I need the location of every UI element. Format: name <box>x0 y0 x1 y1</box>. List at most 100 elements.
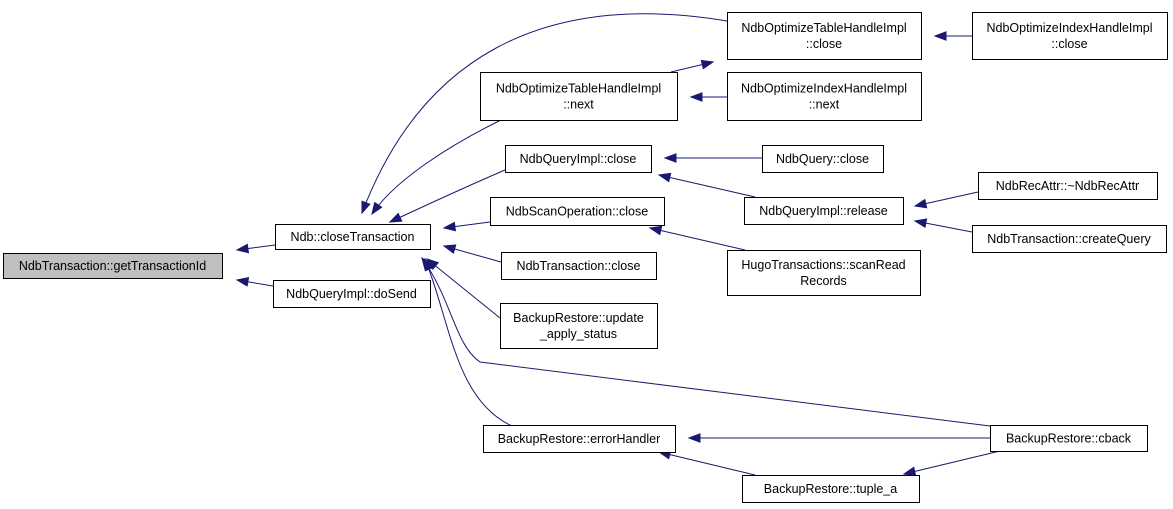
node-label: BackupRestore::errorHandler <box>498 432 661 446</box>
node-box <box>490 197 665 226</box>
node-cback[interactable]: BackupRestore::cback <box>990 425 1148 452</box>
node-optIndexNext[interactable]: NdbOptimizeIndexHandleImpl::next <box>727 72 922 121</box>
node-box <box>500 303 658 349</box>
arrow-head <box>913 198 928 209</box>
edge-line <box>361 13 728 214</box>
node-label: NdbQuery::close <box>776 152 869 166</box>
node-box <box>742 475 920 503</box>
edge-optTableClose-to-closeTransaction <box>361 13 728 215</box>
node-getTransactionId[interactable]: NdbTransaction::getTransactionId <box>3 253 223 279</box>
node-optTableNext[interactable]: NdbOptimizeTableHandleImpl::next <box>480 72 678 121</box>
node-box <box>505 145 652 173</box>
node-recAttrDtor[interactable]: NdbRecAttr::~NdbRecAttr <box>978 172 1158 200</box>
node-box <box>972 12 1168 60</box>
node-box <box>727 12 922 60</box>
node-label: BackupRestore::update <box>513 311 644 325</box>
node-label: NdbOptimizeIndexHandleImpl <box>986 21 1152 35</box>
node-transClose[interactable]: NdbTransaction::close <box>501 252 657 280</box>
node-label: HugoTransactions::scanRead <box>741 258 905 272</box>
arrow-head <box>424 257 434 272</box>
arrow-head <box>933 31 947 41</box>
node-box <box>744 197 904 225</box>
node-label: ::next <box>563 98 594 112</box>
node-label: NdbTransaction::close <box>517 259 641 273</box>
edge-cback-to-tupleA <box>902 450 1001 477</box>
edge-createQuery-to-queryImplRelease <box>913 218 973 233</box>
node-box <box>275 224 431 250</box>
node-closeTransaction[interactable]: Ndb::closeTransaction <box>275 224 431 250</box>
node-box <box>727 72 922 121</box>
edge-line <box>389 169 506 223</box>
node-createQuery[interactable]: NdbTransaction::createQuery <box>972 225 1167 253</box>
edge-tupleA-to-errorHandler <box>657 449 756 476</box>
edge-transClose-to-closeTransaction <box>442 244 502 263</box>
edge-scanOpClose-to-closeTransaction <box>442 221 491 232</box>
arrow-head <box>361 200 371 215</box>
edge-line <box>658 451 756 476</box>
node-label: BackupRestore::cback <box>1006 432 1132 446</box>
node-box <box>273 280 431 308</box>
node-queryImplRelease[interactable]: NdbQueryImpl::release <box>744 197 904 225</box>
node-optIndexClose[interactable]: NdbOptimizeIndexHandleImpl::close <box>972 12 1168 60</box>
node-optTableClose[interactable]: NdbOptimizeTableHandleImpl::close <box>727 12 922 60</box>
node-label: _apply_status <box>539 327 617 341</box>
node-queryImplClose[interactable]: NdbQueryImpl::close <box>505 145 652 173</box>
edge-line <box>903 450 1001 475</box>
edge-optTableNext-to-optTableClose <box>670 59 715 73</box>
node-scanOpClose[interactable]: NdbScanOperation::close <box>490 197 665 226</box>
edges-layer <box>235 13 1001 477</box>
arrow-head <box>235 243 250 254</box>
node-updateApply[interactable]: BackupRestore::update_apply_status <box>500 303 658 349</box>
node-box <box>501 252 657 280</box>
node-label: NdbScanOperation::close <box>506 205 648 219</box>
edge-queryClose-to-queryImplClose <box>663 153 762 163</box>
arrow-head <box>913 218 928 229</box>
edge-line <box>421 257 991 427</box>
edge-line <box>371 119 502 215</box>
edge-recAttrDtor-to-queryImplRelease <box>913 191 979 209</box>
node-label: NdbOptimizeIndexHandleImpl <box>741 82 907 96</box>
node-errorHandler[interactable]: BackupRestore::errorHandler <box>483 425 676 453</box>
arrow-head <box>648 225 663 236</box>
node-tupleA[interactable]: BackupRestore::tuple_a <box>742 475 920 503</box>
node-queryClose[interactable]: NdbQuery::close <box>762 145 884 173</box>
node-label: NdbQueryImpl::release <box>759 204 888 218</box>
node-label: NdbTransaction::getTransactionId <box>19 259 206 273</box>
arrow-head <box>700 59 715 70</box>
node-box <box>3 253 223 279</box>
arrow-head <box>902 466 917 477</box>
node-label: NdbOptimizeTableHandleImpl <box>496 82 661 96</box>
edge-line <box>649 227 746 251</box>
edge-updateApply-to-closeTransaction <box>425 258 501 319</box>
node-box <box>978 172 1158 200</box>
node-box <box>762 145 884 173</box>
node-label: Records <box>800 274 847 288</box>
node-box <box>972 225 1167 253</box>
arrow-head <box>689 92 703 102</box>
node-box <box>727 250 921 296</box>
node-label: Ndb::closeTransaction <box>291 230 415 244</box>
arrow-head <box>687 433 701 443</box>
edge-optIndexClose-to-optTableClose <box>933 31 972 41</box>
edge-optIndexNext-to-optTableNext <box>689 92 727 102</box>
node-box <box>483 425 676 453</box>
nodes-layer: NdbTransaction::getTransactionId Ndb::clo… <box>3 12 1168 503</box>
node-doSend[interactable]: NdbQueryImpl::doSend <box>273 280 431 308</box>
edge-cback-to-errorHandler <box>687 433 990 443</box>
arrow-head <box>442 221 457 232</box>
node-box <box>990 425 1148 452</box>
node-label: ::close <box>806 37 842 51</box>
arrow-head <box>657 172 672 183</box>
node-label: NdbQueryImpl::close <box>520 152 637 166</box>
edge-errorHandler-to-closeTransaction <box>424 257 513 427</box>
node-label: NdbQueryImpl::doSend <box>286 287 417 301</box>
node-label: ::close <box>1051 37 1087 51</box>
edge-line <box>658 174 756 198</box>
node-label: NdbOptimizeTableHandleImpl <box>741 21 906 35</box>
arrow-head <box>388 212 403 223</box>
edge-optTableNext-to-closeTransaction <box>371 119 502 216</box>
edge-doSend-to-getTransactionId <box>235 277 274 287</box>
edge-hugoScanRead-to-scanOpClose <box>648 225 746 251</box>
